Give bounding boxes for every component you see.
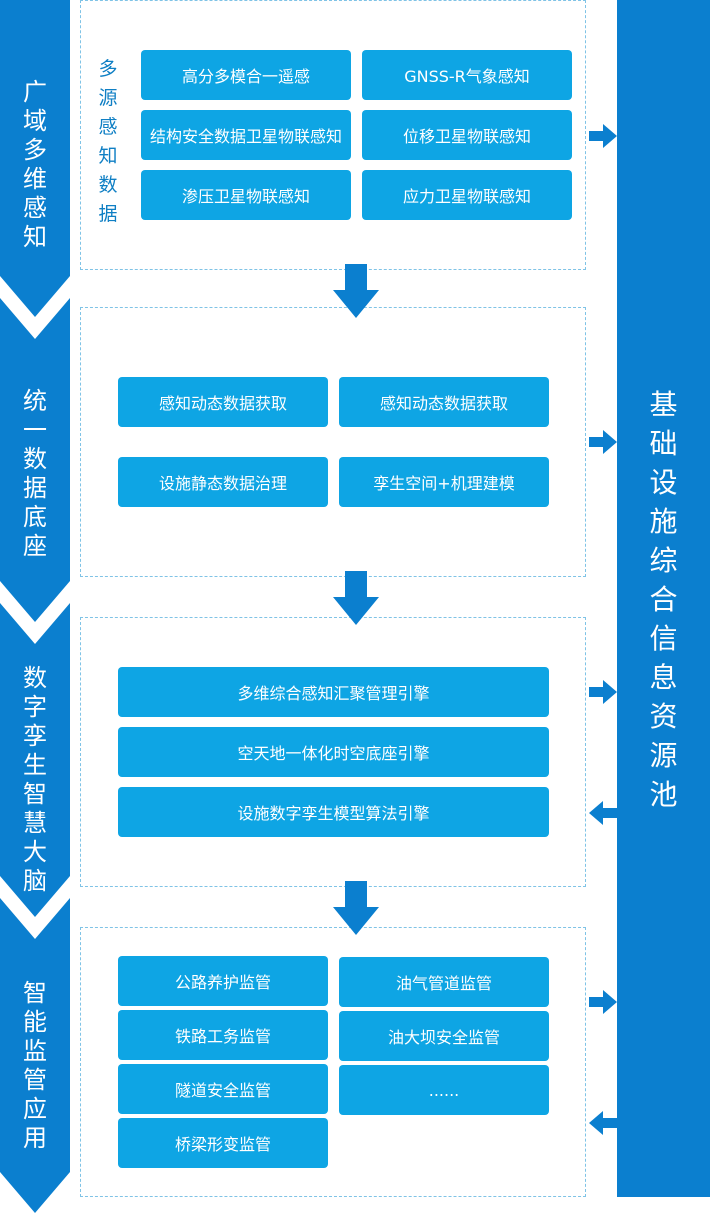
resource-pool-title: 基础设施综合信息资源池 <box>649 388 678 811</box>
box-static-data-governance: 设施静态数据治理 <box>118 457 328 507</box>
box-bridge-deformation: 桥梁形变监管 <box>118 1118 328 1168</box>
resource-pool-column: 基础设施综合信息资源池 <box>617 0 710 1197</box>
box-twin-model-engine: 设施数字孪生模型算法引擎 <box>118 787 549 837</box>
box-oil-gas-pipeline: 油气管道监管 <box>339 957 549 1007</box>
stage-label-unified-data-base: 统一数据底座 <box>23 387 47 560</box>
box-more-ellipsis: ...... <box>339 1065 549 1115</box>
box-dam-safety: 油大坝安全监管 <box>339 1011 549 1061</box>
panel-unified-data-base <box>80 307 586 577</box>
box-twin-space-modeling: 孪生空间+机理建模 <box>339 457 549 507</box>
box-hires-remote-sensing: 高分多模合一遥感 <box>141 50 351 100</box>
stage-label-smart-regulation: 智能监管应用 <box>23 979 47 1152</box>
stage-chevron-column <box>0 0 70 1213</box>
arrow-left-icon-1 <box>589 801 617 825</box>
box-stress-iot: 应力卫星物联感知 <box>362 170 572 220</box>
arrow-left-icon-2 <box>589 1111 617 1135</box>
arrow-down-icon-3 <box>333 881 379 935</box>
box-seepage-iot: 渗压卫星物联感知 <box>141 170 351 220</box>
side-title-multi-source-data: 多源感知数据 <box>98 58 118 225</box>
box-structural-safety-iot: 结构安全数据卫星物联感知 <box>141 110 351 160</box>
stage-chevron-1 <box>0 0 70 317</box>
box-dynamic-data-acquire-1: 感知动态数据获取 <box>118 377 328 427</box>
box-sensing-aggregation-engine: 多维综合感知汇聚管理引擎 <box>118 667 549 717</box>
stage-chevron-4 <box>0 898 70 1213</box>
box-gnss-r-weather: GNSS-R气象感知 <box>362 50 572 100</box>
arrow-down-icon-2 <box>333 571 379 625</box>
box-railway-works: 铁路工务监管 <box>118 1010 328 1060</box>
arrow-right-icon-4 <box>589 990 617 1014</box>
stage-label-wide-area-sensing: 广域多维感知 <box>23 78 47 251</box>
arrow-right-icon-2 <box>589 430 617 454</box>
arrow-down-icon-1 <box>333 264 379 318</box>
box-dynamic-data-acquire-2: 感知动态数据获取 <box>339 377 549 427</box>
stage-chevron-2 <box>0 298 70 622</box>
box-highway-maintenance: 公路养护监管 <box>118 956 328 1006</box>
stage-chevron-3 <box>0 603 70 917</box>
arrow-right-icon-3 <box>589 680 617 704</box>
box-spatiotemporal-engine: 空天地一体化时空底座引擎 <box>118 727 549 777</box>
arrow-right-icon-1 <box>589 124 617 148</box>
box-tunnel-safety: 隧道安全监管 <box>118 1064 328 1114</box>
stage-label-digital-twin-brain: 数字孪生智慧大脑 <box>23 664 47 895</box>
box-displacement-iot: 位移卫星物联感知 <box>362 110 572 160</box>
